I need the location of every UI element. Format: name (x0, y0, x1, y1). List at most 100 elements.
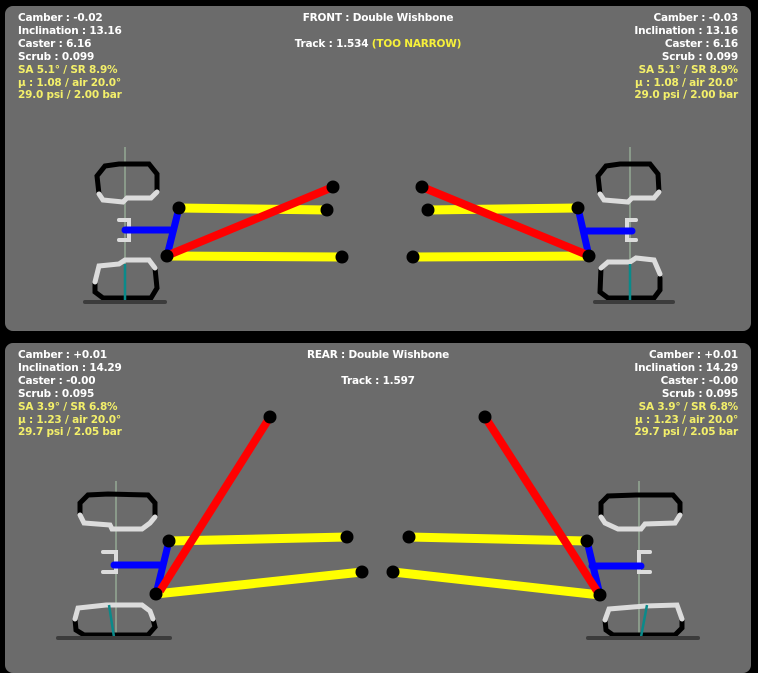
slip-readout: SA 5.1° / SR 8.9% (18, 63, 118, 76)
upper-inner-joint (402, 530, 416, 544)
lower-rim (598, 255, 663, 277)
inclination-readout: Inclination : 14.29 (18, 361, 122, 374)
front-suspension-diagram (83, 147, 675, 304)
upper-inner-joint (320, 203, 334, 217)
lower-inner-joint (406, 250, 420, 264)
front-right-wheel-info: Camber : -0.03 Inclination : 13.16 Caste… (634, 12, 738, 102)
upper-outer-joint (162, 534, 176, 548)
contact-patch-line (107, 604, 116, 638)
pressure-readout: 29.7 psi / 2.05 bar (18, 426, 122, 439)
camber-readout: Camber : -0.02 (18, 12, 103, 24)
contact-patch-line (639, 604, 649, 638)
scrub-readout: Scrub : 0.099 (18, 50, 95, 63)
upright (574, 207, 593, 257)
rear-suspension-diagram (56, 410, 700, 640)
lower-rim (92, 257, 158, 285)
front-track-readout: Track : 1.534 (TOO NARROW) (5, 38, 751, 51)
lower-outer-joint (149, 587, 163, 601)
camber-readout: Camber : -0.03 (653, 12, 738, 24)
scrub-readout: Scrub : 0.095 (18, 387, 95, 400)
upper-wishbone (427, 203, 579, 215)
tie-rod-inner-joint (478, 410, 492, 424)
scrub-readout: Scrub : 0.099 (661, 50, 738, 63)
tie-rod-inner-joint (415, 180, 429, 194)
lower-outer-joint (582, 249, 596, 263)
lower-rim (72, 602, 156, 622)
upper-rim (598, 512, 683, 532)
pressure-readout: 29.0 psi / 2.00 bar (18, 89, 122, 102)
lower-tire-outline (92, 265, 160, 301)
grip-readout: μ : 1.23 / air 20.0° (635, 413, 738, 426)
tie-rod (169, 183, 335, 258)
lower-inner-joint (386, 565, 400, 579)
front-left-wheel-info: Camber : -0.02 Inclination : 13.16 Caste… (18, 12, 122, 102)
tie-rod (481, 414, 601, 594)
lower-wishbone (392, 567, 601, 600)
rear-track-readout: Track : 1.597 (5, 375, 751, 388)
pressure-readout: 29.0 psi / 2.00 bar (634, 89, 738, 102)
track-value: Track : 1.534 (294, 38, 369, 50)
lower-outer-joint (160, 249, 174, 263)
track-warning: (TOO NARROW) (371, 38, 462, 50)
front-suspension-panel: Camber : -0.02 Inclination : 13.16 Caste… (5, 6, 751, 331)
upper-outer-joint (571, 201, 585, 215)
lower-wishbone (166, 251, 343, 262)
rear-suspension-panel: Camber : +0.01 Inclination : 14.29 Caste… (5, 343, 751, 673)
inclination-readout: Inclination : 13.16 (18, 24, 122, 37)
upright (163, 207, 183, 257)
upper-inner-joint (340, 530, 354, 544)
track-value: Track : 1.597 (341, 375, 415, 387)
lower-wishbone (155, 567, 363, 599)
lower-tire-outline (602, 616, 685, 638)
upper-wishbone (178, 203, 328, 215)
slip-readout: SA 3.9° / SR 6.8% (638, 400, 739, 413)
camber-readout: Camber : +0.01 (649, 349, 738, 361)
caster-readout: Caster : -0.00 (660, 374, 739, 387)
rear-left-wheel (56, 410, 369, 640)
upper-tire-outline (595, 161, 662, 197)
tie-rod-inner-joint (326, 180, 340, 194)
inclination-readout: Inclination : 13.16 (634, 24, 738, 37)
grip-readout: μ : 1.08 / air 20.0° (18, 76, 121, 89)
tie-rod-inner-joint (263, 410, 277, 424)
tie-rod (420, 183, 587, 258)
upper-rim (597, 189, 662, 205)
scrub-readout: Scrub : 0.095 (661, 387, 738, 400)
rear-panel-title: REAR : Double Wishbone (306, 349, 450, 361)
caster-readout: Caster : 6.16 (664, 37, 738, 50)
upper-rim (96, 189, 160, 205)
lower-outer-joint (593, 588, 607, 602)
upper-wishbone (168, 532, 348, 546)
rear-right-wheel (386, 410, 700, 640)
lower-rim (602, 602, 685, 623)
front-right-wheel (406, 147, 675, 304)
slip-readout: SA 3.9° / SR 6.8% (18, 400, 118, 413)
front-left-wheel (83, 147, 349, 304)
lower-inner-joint (355, 565, 369, 579)
grip-readout: μ : 1.23 / air 20.0° (18, 413, 121, 426)
lower-wishbone (412, 251, 590, 262)
upper-tire-outline (77, 491, 158, 520)
lower-inner-joint (335, 250, 349, 264)
upper-outer-joint (172, 201, 186, 215)
hub-bracket (637, 550, 652, 574)
upright (152, 540, 173, 595)
upper-outer-joint (580, 534, 594, 548)
rear-right-wheel-info: Camber : +0.01 Inclination : 14.29 Caste… (634, 349, 738, 439)
upper-tire-outline (94, 161, 160, 197)
camber-readout: Camber : +0.01 (18, 349, 107, 361)
caster-readout: Caster : -0.00 (18, 374, 96, 387)
upper-wishbone (408, 532, 588, 546)
upper-rim (77, 512, 158, 532)
slip-readout: SA 5.1° / SR 8.9% (638, 63, 739, 76)
rear-left-wheel-info: Camber : +0.01 Inclination : 14.29 Caste… (18, 349, 122, 439)
front-panel-title: FRONT : Double Wishbone (302, 12, 454, 24)
upper-tire-outline (598, 492, 683, 520)
lower-tire-outline (72, 616, 158, 638)
grip-readout: μ : 1.08 / air 20.0° (635, 76, 738, 89)
caster-readout: Caster : 6.16 (18, 37, 92, 50)
inclination-readout: Inclination : 14.29 (634, 361, 738, 374)
tie-rod (156, 414, 274, 594)
pressure-readout: 29.7 psi / 2.05 bar (634, 426, 738, 439)
upper-inner-joint (421, 203, 435, 217)
